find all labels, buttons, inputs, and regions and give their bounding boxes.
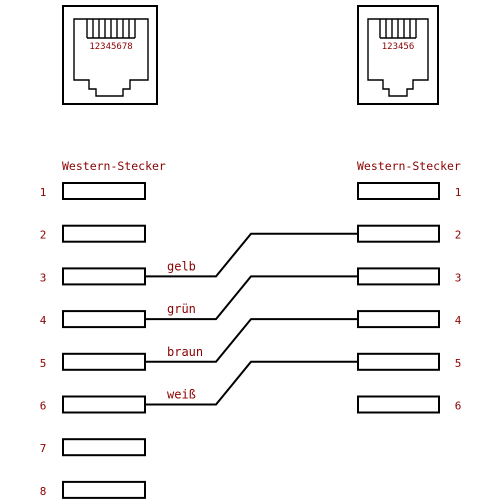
wire-weiß bbox=[145, 360, 358, 406]
left-pin-box bbox=[62, 480, 146, 499]
right-pin-number: 4 bbox=[455, 314, 462, 327]
left-pin-box bbox=[62, 267, 146, 286]
right-pin-number: 6 bbox=[455, 400, 462, 413]
right-pin-number: 5 bbox=[455, 357, 462, 370]
left-jack-icon: 12345678 bbox=[62, 5, 158, 105]
right-connector-title: Western-Stecker bbox=[357, 159, 461, 173]
wire-label: grün bbox=[167, 302, 196, 316]
left-pin-number: 4 bbox=[40, 314, 47, 327]
right-jack-icon: 123456 bbox=[357, 5, 439, 105]
right-pin-box bbox=[357, 224, 440, 243]
wire-label: gelb bbox=[167, 259, 196, 273]
left-connector-title: Western-Stecker bbox=[62, 159, 166, 173]
left-jack-pin-numbers: 12345678 bbox=[89, 42, 132, 52]
left-connector-pins: 1 2 3 4 5 6 7 8 bbox=[40, 182, 146, 499]
left-pin-box bbox=[62, 352, 146, 371]
left-pin-box bbox=[62, 395, 146, 414]
right-jack-pin-numbers: 123456 bbox=[382, 42, 415, 52]
right-pin-number: 2 bbox=[455, 229, 462, 242]
right-pin-box bbox=[357, 395, 440, 414]
wire-gelb bbox=[145, 232, 358, 278]
left-pin-number: 3 bbox=[40, 271, 47, 284]
right-connector-pins: 1 2 3 4 5 6 bbox=[357, 182, 462, 414]
wire-label: braun bbox=[167, 345, 203, 359]
left-pin-box bbox=[62, 310, 146, 329]
left-pin-number: 5 bbox=[40, 357, 47, 370]
left-pin-number: 8 bbox=[40, 485, 47, 498]
left-pin-number: 6 bbox=[40, 400, 47, 413]
left-pin-number: 7 bbox=[40, 442, 47, 455]
wire-braun bbox=[145, 318, 358, 363]
right-pin-box bbox=[357, 182, 440, 200]
wires: gelb grün braun weiß bbox=[145, 232, 358, 406]
right-pin-number: 1 bbox=[455, 186, 462, 199]
wire-label: weiß bbox=[167, 388, 196, 402]
left-pin-number: 2 bbox=[40, 229, 47, 242]
right-pin-number: 3 bbox=[455, 271, 462, 284]
right-pin-box bbox=[357, 267, 440, 286]
left-pin-box bbox=[62, 438, 146, 457]
left-pin-number: 1 bbox=[40, 186, 47, 199]
left-pin-box bbox=[62, 182, 146, 200]
left-pin-box bbox=[62, 224, 146, 243]
wire-grün bbox=[145, 275, 358, 321]
right-pin-box bbox=[357, 310, 440, 329]
right-pin-box bbox=[357, 352, 440, 371]
